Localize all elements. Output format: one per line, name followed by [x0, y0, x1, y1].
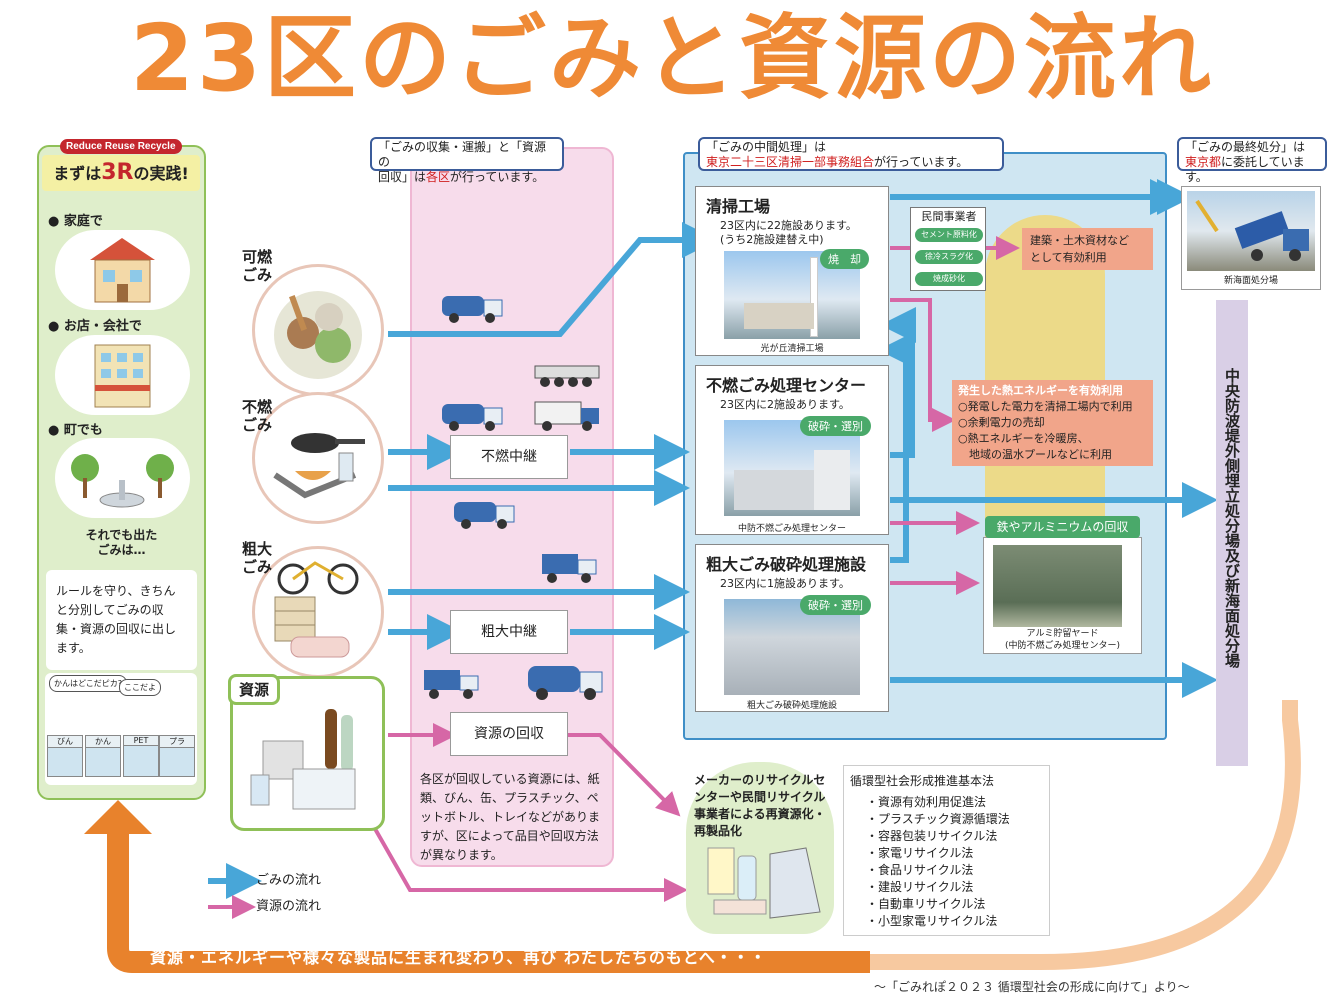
truck-icon	[454, 502, 515, 529]
private-operators-box: 民間事業者 セメント原料化 徐冷スラグ化 焼成砂化	[910, 207, 986, 291]
cement-item: セメント原料化	[915, 228, 983, 242]
law-list-title: 循環型社会形成推進基本法	[850, 774, 995, 788]
truck-icon	[534, 365, 600, 387]
law-item: ・建設リサイクル法	[866, 880, 974, 894]
relay-nonburnable: 不燃中継	[450, 435, 568, 479]
label-nonburnable: 不燃 ごみ	[242, 398, 273, 434]
truck-icon	[528, 666, 603, 700]
truck-icon	[424, 670, 479, 699]
label-bulky: 粗大 ごみ	[242, 540, 273, 576]
speech-bubble-right: ここだよ	[119, 679, 161, 696]
section-home: ● 家庭で	[48, 214, 103, 229]
landfill-photo	[1187, 191, 1315, 271]
category-resources	[230, 676, 385, 831]
metal-yard-photo	[993, 545, 1122, 627]
truck-icon	[542, 554, 597, 583]
facility-count: 23区内に2施設あります。	[720, 398, 850, 411]
facility-count: 23区内に22施設あります。 (うち2施設建替え中)	[720, 219, 857, 246]
page-title: 23区のごみと資源の流れ	[129, 5, 1215, 112]
truck-icon	[534, 401, 599, 431]
return-arrow-main	[107, 826, 870, 973]
recycling-box	[686, 762, 834, 934]
3r-tag: Reduce Reuse Recycle	[60, 139, 182, 154]
photo-caption: 新海面処分場	[1223, 276, 1278, 286]
facility-title: 不燃ごみ処理センター	[706, 376, 867, 395]
sand-item: 焼成砂化	[915, 272, 983, 286]
law-item: ・自動車リサイクル法	[866, 897, 986, 911]
law-item: ・プラスチック資源循環法	[866, 812, 1010, 826]
photo-caption: 光が丘清掃工場	[760, 344, 824, 354]
heat-item: ○余剰電力の売却	[958, 416, 1045, 429]
bulky-facility-box: 粗大ごみ破砕処理施設 23区内に1施設あります。 破砕・選別 粗大ごみ破砕処理施…	[695, 544, 889, 712]
facility-title: 粗大ごみ破砕処理施設	[706, 555, 867, 574]
label-burnable: 可燃 ごみ	[242, 248, 273, 284]
photo-caption: 粗大ごみ破砕処理施設	[746, 701, 837, 711]
legend-resource: 資源の流れ	[256, 899, 322, 914]
incineration-plant-box: 清掃工場 23区内に22施設あります。 (うち2施設建替え中) 焼 却 光が丘清…	[695, 186, 889, 356]
legend-garbage: ごみの流れ	[256, 873, 322, 888]
effective-use-box: 建築・土木資材など として有効利用	[1022, 228, 1153, 270]
bin-bottles: びん	[47, 735, 83, 777]
resource-note: 各区が回収している資源には、紙類、びん、缶、プラスチック、ペットボトル、トレイな…	[420, 772, 601, 862]
truck-icon	[442, 404, 503, 431]
still-garbage-text: それでも出た ごみは…	[85, 528, 158, 557]
heat-item: ○熱エネルギーを冷暖房、 地域の温水プールなどに利用	[958, 432, 1112, 461]
recycling-text: メーカーのリサイクルセンターや民間リサイクル事業者による再資源化・再製品化	[694, 773, 826, 838]
law-item: ・家電リサイクル法	[866, 846, 974, 860]
facility-count: 23区内に1施設あります。	[720, 577, 850, 590]
photo-caption: アルミ貯留ヤード (中防不燃ごみ処理センター)	[1004, 629, 1121, 651]
collection-note: 「ごみの収集・運搬」と「資源の回収」は各区が行っています。	[370, 137, 564, 184]
relay-resources: 資源の回収	[450, 712, 568, 756]
section-town: ● 町でも	[48, 423, 103, 438]
park-illustration	[55, 438, 190, 518]
badge-incineration: 焼 却	[820, 249, 869, 269]
rule-text: ルールを守り、きちんと分別してごみの収集・資源の回収に出します。	[46, 570, 197, 670]
bin-pet: PET	[123, 735, 159, 777]
category-burnable	[252, 264, 384, 396]
return-message: 資源・エネルギーや様々な製品に生まれ変わり、再び わたしたちのもとへ・・・	[150, 948, 767, 967]
truck-icon	[442, 296, 503, 323]
law-item: ・小型家電リサイクル法	[866, 914, 998, 928]
heat-item: ○発電した電力を清掃工場内で利用	[958, 400, 1133, 413]
heat-energy-box: 発生した熱エネルギーを有効利用 ○発電した電力を清掃工場内で利用 ○余剰電力の売…	[952, 380, 1153, 466]
landfill-site-label: 中央防波堤外側埋立処分場及び新海面処分場	[1216, 300, 1248, 766]
category-nonburnable	[252, 392, 384, 524]
metal-recovery-title: 鉄やアルミニウムの回収	[985, 516, 1140, 538]
relay-bulky: 粗大中継	[450, 610, 568, 654]
category-bulky	[252, 546, 384, 678]
bin-cans: かん	[85, 735, 121, 777]
sorting-illustration: かんはどこだピカ? ここだよ びん かん PET プラ	[45, 673, 197, 785]
badge-crushing: 破砕・選別	[800, 595, 871, 615]
law-list-box: 循環型社会形成推進基本法 ・資源有効利用促進法 ・プラスチック資源循環法 ・容器…	[843, 765, 1050, 936]
intermediate-note: 「ごみの中間処理」は東京二十三区清掃一部事務組合が行っています。	[698, 137, 1004, 171]
bin-plastic: プラ	[159, 735, 195, 777]
house-illustration	[55, 230, 190, 310]
heat-energy-title: 発生した熱エネルギーを有効利用	[958, 384, 1123, 397]
3r-heading: まずは3Rの実践!	[42, 155, 200, 191]
label-resources: 資源	[228, 674, 281, 705]
section-shop: ● お店・会社で	[48, 319, 142, 334]
nonburnable-center-box: 不燃ごみ処理センター 23区内に2施設あります。 破砕・選別 中防不燃ごみ処理セ…	[695, 365, 889, 535]
final-disposal-note: 「ごみの最終処分」は東京都に委託しています。	[1177, 137, 1327, 184]
law-item: ・容器包装リサイクル法	[866, 829, 998, 843]
shop-illustration	[55, 335, 190, 415]
badge-crushing: 破砕・選別	[800, 416, 871, 436]
facility-photo	[724, 599, 860, 695]
source-credit: ～「ごみれぽ２０２３ 循環型社会の形成に向けて」より～	[874, 980, 1190, 994]
facility-title: 清掃工場	[706, 197, 771, 216]
law-item: ・食品リサイクル法	[866, 863, 974, 877]
law-item: ・資源有効利用促進法	[866, 795, 987, 809]
photo-caption: 中防不燃ごみ処理センター	[737, 524, 846, 534]
return-arrow-head	[84, 800, 152, 834]
speech-bubble-left: かんはどこだピカ?	[49, 675, 128, 692]
facility-photo	[724, 420, 860, 516]
slag-item: 徐冷スラグ化	[915, 250, 983, 264]
private-operators-title: 民間事業者	[921, 210, 977, 223]
